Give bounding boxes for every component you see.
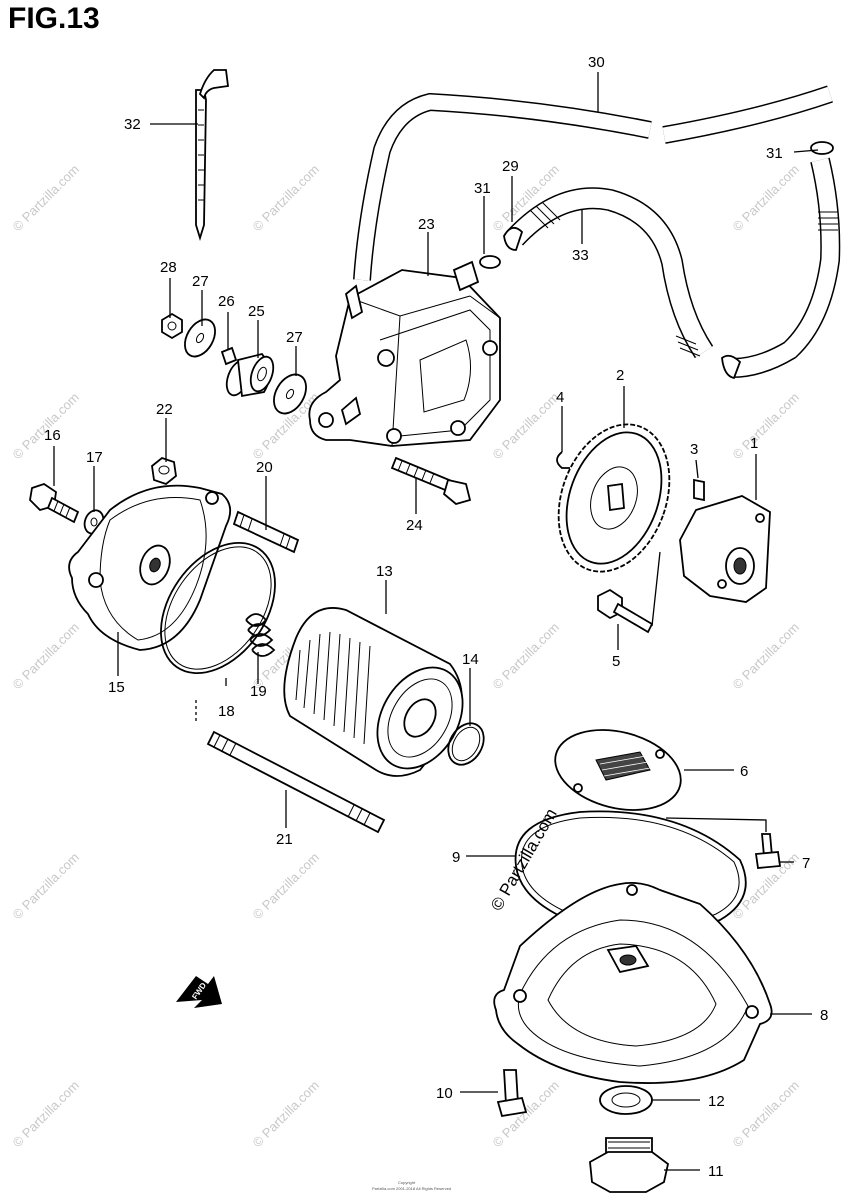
callout-26: 26 [218,293,235,310]
copyright-line1: Copyright [398,1180,416,1185]
callout-22: 22 [156,401,173,418]
watermark: © Partzilla.com [10,162,83,235]
callout-29: 29 [502,158,519,175]
callout-19: 19 [250,683,267,700]
part-stud-20[interactable] [232,510,300,554]
watermark: © Partzilla.com [10,390,83,463]
watermark: © Partzilla.com [730,620,803,693]
part-bolt-7[interactable] [754,833,782,869]
part-hose-33[interactable] [503,187,714,359]
callout-11: 11 [708,1163,724,1180]
part-cable-tie[interactable] [195,69,230,242]
callout-10: 10 [436,1085,453,1102]
watermark-featured: © Partzilla.com [487,805,561,914]
part-oil-pump-gear[interactable] [539,409,689,587]
callout-31: 31 [474,180,491,197]
part-filter-cap[interactable] [68,484,232,651]
callout-12: 12 [708,1093,725,1110]
callout-16: 16 [44,427,61,444]
fwd-arrow-icon: FWD [176,976,222,1008]
part-stud-21[interactable] [206,730,386,834]
part-oil-strainer[interactable] [547,718,690,823]
watermark: © Partzilla.com [730,162,803,235]
callout-8: 8 [820,1007,828,1024]
callout-20: 20 [256,459,273,476]
part-washer-12[interactable] [599,1085,653,1115]
callout-numbers: 32 30 29 31 23 33 31 28 27 26 25 27 22 1… [44,54,828,1180]
part-fuel-hose[interactable] [353,85,841,380]
part-circlip-4[interactable] [556,451,570,469]
figure-title: FIG.13 [8,2,100,35]
callout-23: 23 [418,216,435,233]
callout-5: 5 [612,653,620,670]
watermark: © Partzilla.com [10,1078,83,1151]
watermark: © Partzilla.com [250,850,323,923]
callout-2: 2 [616,367,624,384]
part-bolt-10[interactable] [496,1069,528,1118]
callout-33: 33 [572,247,589,264]
callout-31: 31 [766,145,783,162]
callout-1: 1 [750,435,758,452]
callout-32: 32 [124,116,141,133]
copyright-line2: Partzilla.com 2001-2018 All Rights Reser… [372,1186,451,1191]
callout-3: 3 [690,441,698,458]
part-pin-3[interactable] [693,478,705,502]
watermark: © Partzilla.com [730,390,803,463]
watermark: © Partzilla.com [490,620,563,693]
callout-28: 28 [160,259,177,276]
part-grommet-25[interactable] [222,352,277,399]
part-bolt-16[interactable] [29,483,80,524]
callout-27: 27 [192,273,209,290]
callout-15: 15 [108,679,125,696]
watermark: © Partzilla.com [730,1078,803,1151]
callout-21: 21 [276,831,293,848]
callout-13: 13 [376,563,393,580]
part-fuel-pump[interactable] [308,260,501,447]
watermark: © Partzilla.com [10,620,83,693]
watermark: © Partzilla.com [490,1078,563,1151]
part-drain-plug[interactable] [589,1137,670,1193]
part-bolt-24[interactable] [390,456,472,505]
callout-18: 18 [218,703,235,720]
watermark: © Partzilla.com [250,162,323,235]
part-washer-27[interactable] [179,314,222,362]
part-spring-19[interactable] [245,613,276,657]
part-oil-filter[interactable] [283,607,480,784]
callout-4: 4 [556,389,564,406]
copyright-footer: Copyright Partzilla.com 2001-2018 All Ri… [372,1180,451,1191]
part-washer-27b[interactable] [267,369,312,419]
callout-14: 14 [462,651,479,668]
leader-lines [53,72,819,1171]
callout-24: 24 [406,517,423,534]
part-oil-pan[interactable] [493,881,773,1084]
callout-9: 9 [452,849,460,866]
callout-17: 17 [86,449,103,466]
callout-25: 25 [248,303,265,320]
callout-30: 30 [588,54,605,71]
callout-6: 6 [740,763,748,780]
part-bolt-5[interactable] [597,588,654,634]
part-nut-22[interactable] [151,456,177,486]
part-oring-14[interactable] [441,717,491,771]
part-nut-28[interactable] [161,312,183,340]
callout-27: 27 [286,329,303,346]
part-hose-clip[interactable] [479,141,834,269]
callout-7: 7 [802,855,810,872]
watermark: © Partzilla.com [10,850,83,923]
part-oil-pump[interactable] [679,495,771,603]
watermark: © Partzilla.com [250,1078,323,1151]
part-collar-26[interactable] [220,346,238,366]
